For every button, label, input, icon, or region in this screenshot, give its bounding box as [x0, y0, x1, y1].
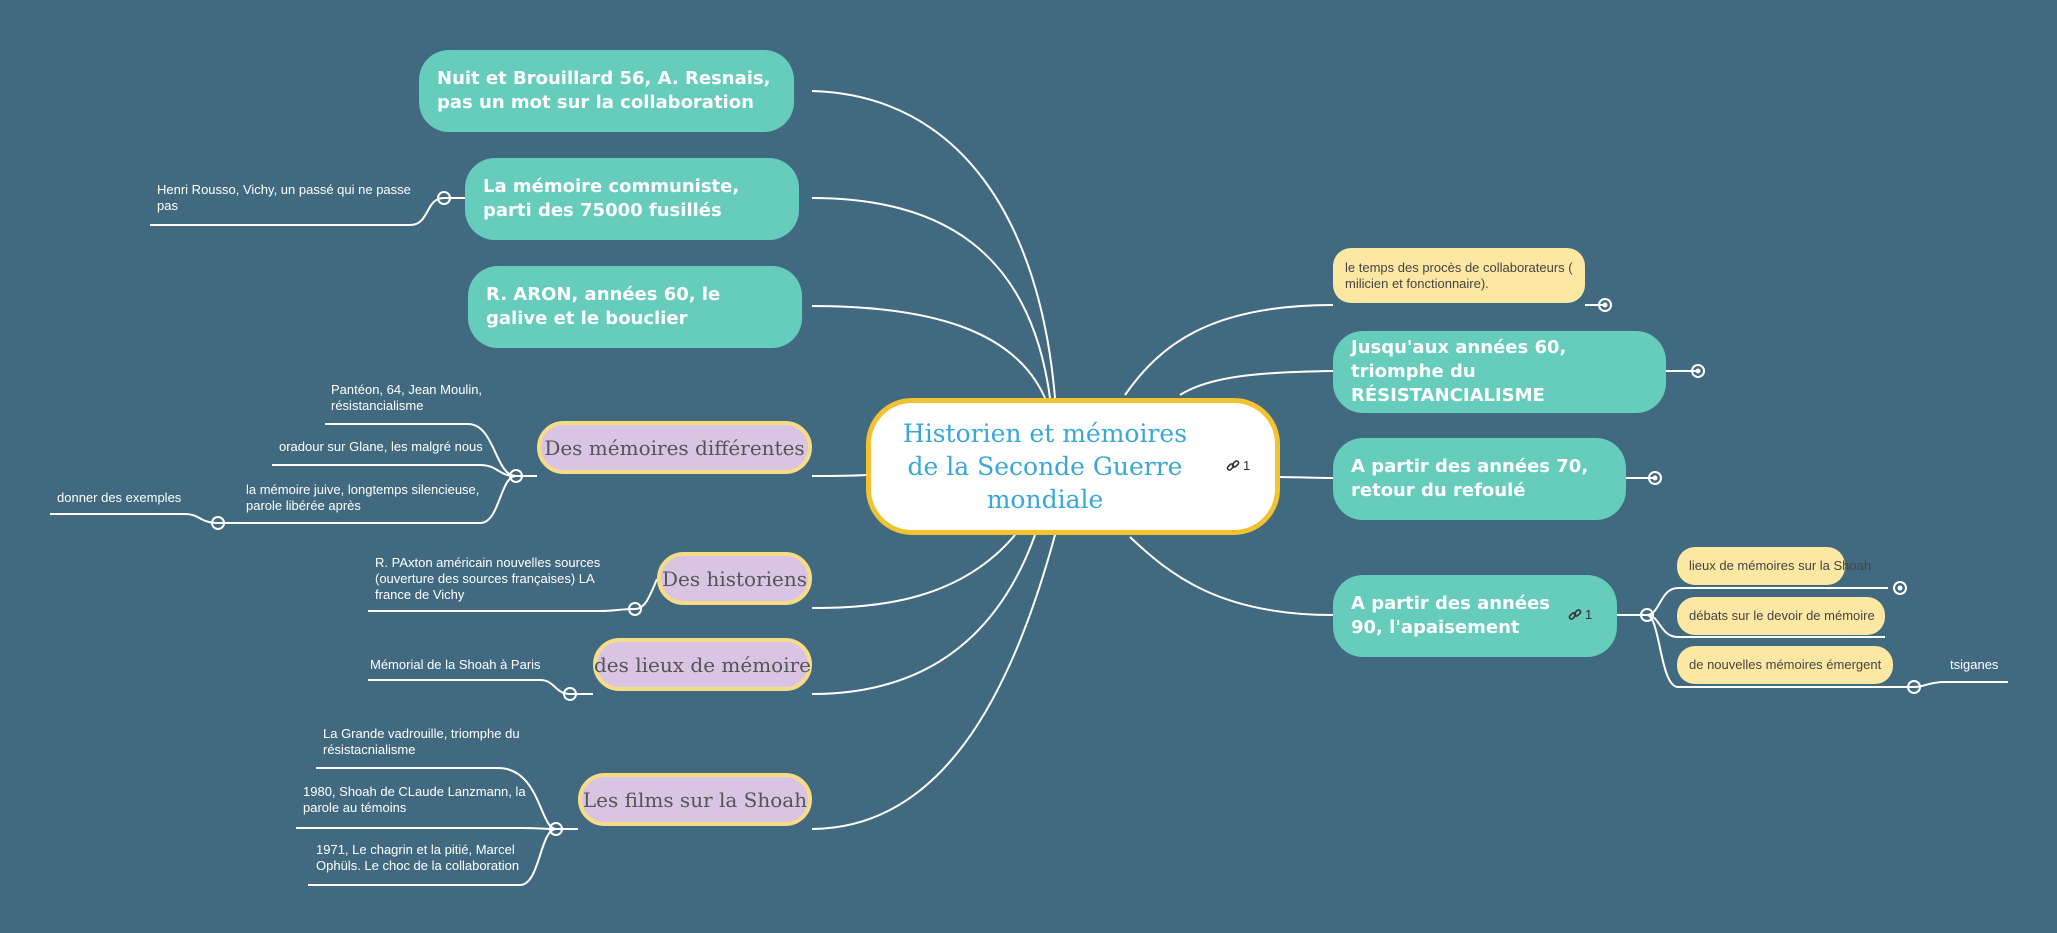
connector-line — [50, 513, 219, 524]
expand-handle — [1598, 298, 1612, 312]
connector-line — [811, 534, 1056, 830]
subtopic-memoires-differentes[interactable]: Des mémoires différentes — [537, 421, 812, 474]
connector-line — [811, 197, 1051, 399]
collapse-handle — [1907, 680, 1921, 694]
connector-line — [1124, 304, 1334, 396]
connector-line — [1129, 536, 1334, 616]
branch-label: Jusqu'aux années 60, triomphe du RÉSISTA… — [1351, 337, 1567, 406]
subtopic-label: Des historiens — [661, 566, 808, 591]
branch-label: A partir des années 70, retour du refoul… — [1351, 456, 1589, 501]
note-debats-devoir-memoire[interactable]: débats sur le devoir de mémoire — [1677, 597, 1885, 635]
collapse-handle — [437, 191, 451, 205]
branch-label: Nuit et Brouillard 56, A. Resnais, pas u… — [437, 68, 771, 113]
leaf-memorial-shoah[interactable]: Mémorial de la Shoah à Paris — [370, 657, 541, 672]
branch-annees-90[interactable]: A partir des années 90, l'apaisement — [1333, 575, 1617, 657]
central-topic-title: Historien et mémoires de la Seconde Guer… — [902, 419, 1188, 514]
collapse-handle — [549, 822, 563, 836]
collapse-handle — [509, 469, 523, 483]
leaf-paxton[interactable]: R. PAxton américain nouvelles sources (o… — [375, 555, 601, 602]
branch-raymond-aron[interactable]: R. ARON, années 60, le galive et le bouc… — [468, 266, 802, 348]
connector-line — [368, 608, 636, 612]
branch-label: La mémoire communiste, parti des 75000 f… — [483, 176, 740, 221]
subtopic-label: des lieux de mémoire — [594, 652, 812, 677]
subtopic-lieux-de-memoire[interactable]: des lieux de mémoire — [593, 638, 812, 691]
connector-line — [811, 305, 1046, 399]
subtopic-historiens[interactable]: Des historiens — [657, 552, 812, 605]
leaf-chagrin-et-pitie[interactable]: 1971, Le chagrin et la pitié, Marcel Oph… — [316, 842, 520, 873]
expand-handle — [1893, 581, 1907, 595]
branch-memoire-communiste[interactable]: La mémoire communiste, parti des 75000 f… — [465, 158, 799, 240]
leaf-grande-vadrouille[interactable]: La Grande vadrouille, triomphe du résist… — [323, 726, 520, 757]
branch-label: R. ARON, années 60, le galive et le bouc… — [486, 284, 721, 329]
central-link-badge[interactable]: 1 — [1226, 458, 1250, 473]
note-label: débats sur le devoir de mémoire — [1689, 608, 1875, 623]
subtopic-label: Les films sur la Shoah — [582, 787, 808, 812]
subtopic-label: Des mémoires différentes — [544, 435, 805, 460]
connector-line — [811, 534, 1016, 609]
link-icon — [1226, 459, 1240, 471]
expand-handle — [1648, 471, 1662, 485]
connector-line — [296, 827, 557, 830]
leaf-oradour[interactable]: oradour sur Glane, les malgré nous — [279, 439, 483, 454]
collapse-handle — [1640, 608, 1654, 622]
connector-line — [1913, 681, 2008, 688]
leaf-donner-exemples[interactable]: donner des exemples — [57, 490, 182, 505]
leaf-henri-rousso[interactable]: Henri Rousso, Vichy, un passé qui ne pas… — [157, 182, 411, 213]
central-topic[interactable]: Historien et mémoires de la Seconde Guer… — [866, 398, 1280, 535]
subtopic-films-shoah[interactable]: Les films sur la Shoah — [578, 773, 812, 826]
connector-line — [1179, 370, 1334, 396]
branch-jusqu-aux-annees-60[interactable]: Jusqu'aux années 60, triomphe du RÉSISTA… — [1333, 331, 1666, 413]
note-label: le temps des procès de collaborateurs ( … — [1345, 259, 1573, 291]
leaf-panteon[interactable]: Pantéon, 64, Jean Moulin, résistancialis… — [331, 382, 483, 413]
leaf-tsiganes[interactable]: tsiganes — [1950, 657, 1999, 672]
connector-line — [811, 474, 867, 477]
link-count: 1 — [1585, 607, 1593, 622]
connector-line — [368, 679, 571, 695]
branch-link-badge[interactable]: 1 — [1568, 607, 1592, 622]
branch-label: A partir des années 90, l'apaisement — [1351, 593, 1551, 638]
link-icon — [1568, 608, 1582, 620]
leaf-memoire-juive[interactable]: la mémoire juive, longtemps silencieuse,… — [246, 482, 480, 513]
collapse-handle — [563, 687, 577, 701]
collapse-handle — [211, 516, 225, 530]
connector-line — [1275, 476, 1334, 479]
leaf-shoah-lanzmann[interactable]: 1980, Shoah de CLaude Lanzmann, la parol… — [303, 784, 526, 815]
collapse-handle — [628, 602, 642, 616]
connector-line — [811, 90, 1056, 399]
link-count: 1 — [1243, 458, 1251, 473]
expand-handle — [1691, 364, 1705, 378]
connector-line — [1646, 587, 1888, 616]
note-label: de nouvelles mémoires émergent — [1689, 657, 1882, 672]
note-label: lieux de mémoires sur la Shoah — [1689, 558, 1872, 573]
note-nouvelles-memoires[interactable]: de nouvelles mémoires émergent — [1677, 646, 1893, 684]
connector-line — [811, 534, 1036, 695]
connector-line — [272, 464, 517, 477]
note-lieux-memoires-shoah[interactable]: lieux de mémoires sur la Shoah — [1677, 547, 1871, 585]
connector-line — [634, 578, 658, 610]
note-temps-des-proces[interactable]: le temps des procès de collaborateurs ( … — [1333, 248, 1585, 303]
branch-annees-70[interactable]: A partir des années 70, retour du refoul… — [1333, 438, 1626, 520]
branch-nuit-et-brouillard[interactable]: Nuit et Brouillard 56, A. Resnais, pas u… — [419, 50, 794, 132]
